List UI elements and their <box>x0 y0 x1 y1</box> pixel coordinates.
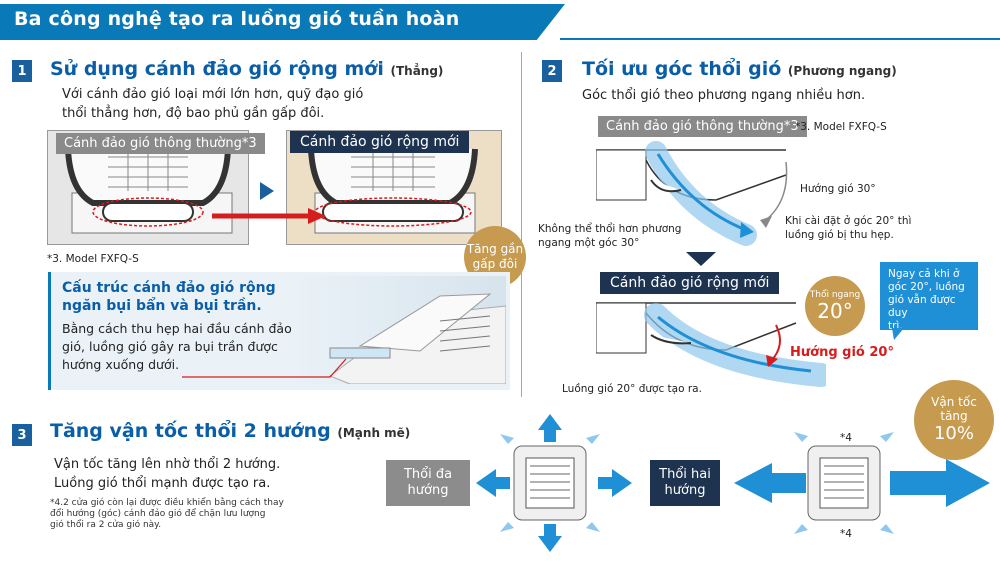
structure-desc-line-1: Bằng cách thu hẹp hai đầu cánh đảo <box>62 321 292 336</box>
two-direction-mark-top: *4 <box>840 432 852 444</box>
section-2-result: Luồng gió 20° được tạo ra. <box>562 383 702 395</box>
section-1-footnote: *3. Model FXFQ-S <box>47 253 139 265</box>
section-2-footnote: *3. Model FXFQ-S <box>795 121 887 133</box>
section-2-description: Góc thổi gió theo phương ngang nhiều hơn… <box>582 88 866 103</box>
cannot-note-line-2: ngang một góc 30° <box>538 237 640 249</box>
multi-direction-line-2: hướng <box>407 483 449 498</box>
multi-direction-line-1: Thổi đa <box>403 467 453 482</box>
section-1-title: Sử dụng cánh đảo gió rộng mới (Thẳng) <box>50 58 443 80</box>
maintained-line-2: góc 20°, luồng <box>888 281 965 293</box>
section-2-title: Tối ưu góc thổi gió (Phương ngang) <box>582 58 897 80</box>
new-flap-label: Cánh đảo gió rộng mới <box>290 131 470 153</box>
normal-flap-label: Cánh đảo gió thông thường*3 <box>56 133 265 154</box>
cannot-note: Không thể thổi hơn phương ngang một góc … <box>538 222 681 250</box>
horizontal-angle-caption: Thổi ngang <box>809 290 861 300</box>
section-3-description: Vận tốc tăng lên nhờ thổi 2 hướng. Luồng… <box>54 455 280 493</box>
header-rule <box>560 38 1000 40</box>
maintained-airflow-box: Ngay cả khi ở góc 20°, luồng gió vẫn đượ… <box>880 262 978 332</box>
multi-direction-label: Thổi đa hướng <box>386 460 470 506</box>
section-1-number: 1 <box>12 60 32 82</box>
two-direction-mark-bottom: *4 <box>840 528 852 540</box>
speed-badge-line-2: tăng <box>940 409 968 423</box>
callout-pointer <box>892 328 904 340</box>
section-3-note: *4.2 cửa gió còn lại được điều khiển bằn… <box>50 498 284 531</box>
speed-badge-line-1: Vận tốc <box>931 395 977 409</box>
section-1-desc-line-2: thổi thẳng hơn, độ bao phủ gần gấp đôi. <box>62 106 325 121</box>
section-3-note-line-2: đổi hướng (góc) cánh đảo gió để chặn lưu… <box>50 509 266 519</box>
maintained-line-1: Ngay cả khi ở <box>888 268 960 280</box>
angle-20-label: Hướng gió 20° <box>790 345 894 360</box>
page-title: Ba công nghệ tạo ra luồng gió tuần hoàn <box>14 8 460 30</box>
normal-airflow-illustration <box>596 141 787 246</box>
section-3-title: Tăng vận tốc thổi 2 hướng (Mạnh mẽ) <box>50 420 410 442</box>
section-2-new-label: Cánh đảo gió rộng mới <box>600 272 780 294</box>
angle-30-label: Hướng gió 30° <box>800 183 876 195</box>
coverage-badge-line-1: Tăng gần <box>466 242 524 256</box>
header: Ba công nghệ tạo ra luồng gió tuần hoàn <box>0 0 1000 43</box>
compare-arrow-icon <box>212 208 326 224</box>
multi-direction-diagram <box>476 414 632 552</box>
section-1-description: Với cánh đảo gió loại mới lớn hơn, quỹ đ… <box>62 85 363 123</box>
section-3-desc-line-1: Vận tốc tăng lên nhờ thổi 2 hướng. <box>54 457 281 472</box>
structure-pointer <box>182 358 347 378</box>
structure-description: Bằng cách thu hẹp hai đầu cánh đảo gió, … <box>62 320 292 374</box>
angle-indicator-icon <box>760 161 788 228</box>
new-airflow-illustration <box>596 302 826 387</box>
two-direction-label: Thổi hai hướng <box>650 460 720 506</box>
header-banner <box>0 4 565 40</box>
down-arrow-icon <box>686 252 716 266</box>
two-direction-line-1: Thổi hai <box>659 467 711 482</box>
narrow-note: Khi cài đặt ở góc 20° thì luồng gió bị t… <box>785 214 911 242</box>
maintained-line-3: gió vẫn được duy <box>888 294 956 319</box>
two-direction-line-2: hướng <box>664 483 706 498</box>
cannot-note-line-1: Không thể thổi hơn phương <box>538 223 682 235</box>
section-2-subtitle: (Phương ngang) <box>787 64 897 78</box>
speed-badge-value: 10% <box>933 423 974 444</box>
narrow-note-line-2: luồng gió bị thu hẹp. <box>785 229 894 241</box>
column-divider <box>521 52 522 397</box>
section-3-desc-line-2: Luồng gió thổi mạnh được tạo ra. <box>54 476 271 491</box>
speed-badge: Vận tốc tăng 10% <box>912 378 996 462</box>
horizontal-angle-value: 20° <box>817 299 853 323</box>
section-2-title-text: Tối ưu góc thổi gió <box>582 58 782 80</box>
section-2-normal-label: Cánh đảo gió thông thường*3 <box>598 116 807 137</box>
structure-title-line-2: ngăn bụi bẩn và bụi trần. <box>62 298 262 314</box>
structure-desc-line-2: gió, luồng gió gây ra bụi trần được <box>62 339 278 354</box>
narrow-note-line-1: Khi cài đặt ở góc 20° thì <box>785 215 912 227</box>
section-3-title-text: Tăng vận tốc thổi 2 hướng <box>50 420 331 442</box>
structure-title-line-1: Cấu trúc cánh đảo gió rộng <box>62 280 276 296</box>
structure-desc-line-3: hướng xuống dưới. <box>62 357 180 372</box>
section-3-number: 3 <box>12 424 32 446</box>
flap-closeup-illustration <box>290 276 507 385</box>
coverage-badge-line-2: gấp đôi <box>472 257 518 271</box>
two-direction-diagram <box>734 432 990 534</box>
structure-title: Cấu trúc cánh đảo gió rộng ngăn bụi bẩn … <box>62 279 276 315</box>
section-3-subtitle: (Mạnh mẽ) <box>337 426 411 440</box>
section-3-note-line-3: gió thổi ra 2 cửa gió này. <box>50 520 162 530</box>
structure-photo <box>290 276 507 385</box>
next-arrow-icon <box>260 182 274 200</box>
section-1-title-text: Sử dụng cánh đảo gió rộng mới <box>50 58 384 80</box>
horizontal-angle-badge: Thổi ngang 20° <box>805 276 865 336</box>
section-1-subtitle: (Thẳng) <box>390 64 444 78</box>
section-2-number: 2 <box>542 60 562 82</box>
section-1-desc-line-1: Với cánh đảo gió loại mới lớn hơn, quỹ đ… <box>62 87 364 102</box>
section-3-note-line-1: *4.2 cửa gió còn lại được điều khiển bằn… <box>50 498 284 508</box>
